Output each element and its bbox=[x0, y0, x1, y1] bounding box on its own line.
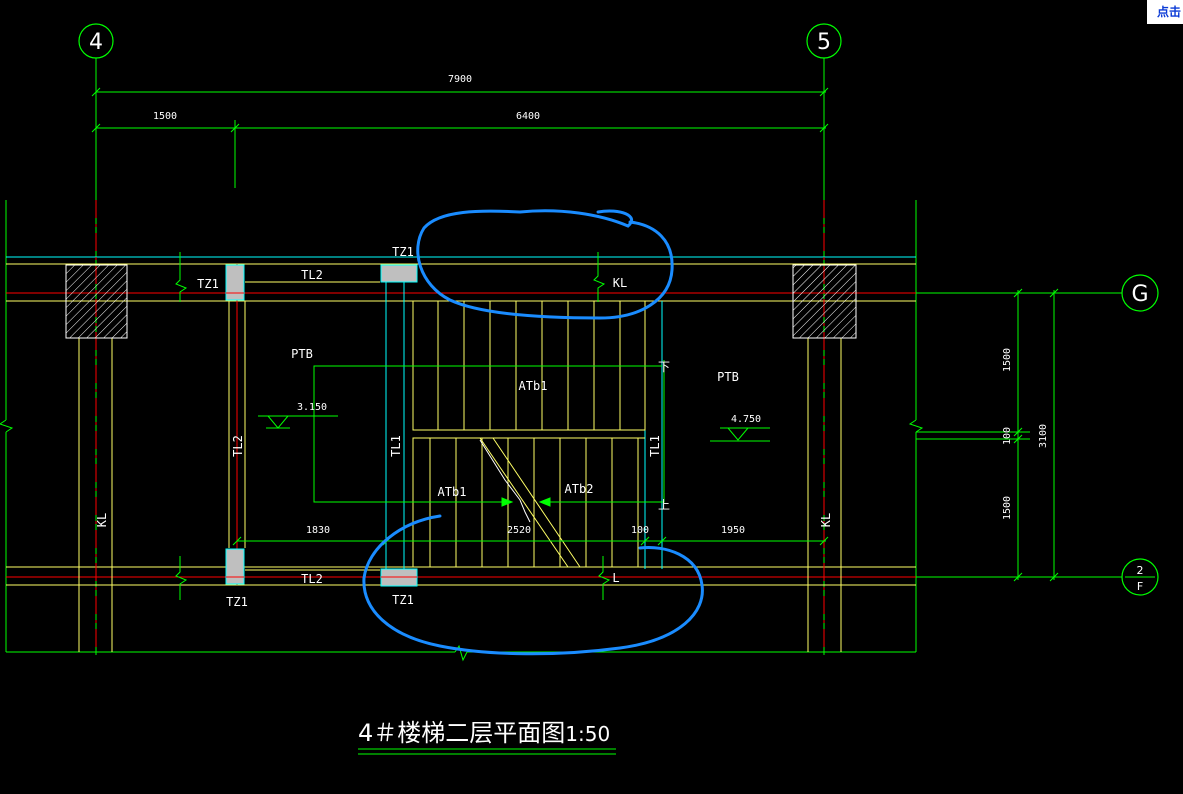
elevation-left: 3.150 bbox=[297, 402, 327, 413]
elevation-marker-right bbox=[710, 427, 770, 442]
label-ptb-right: PTB bbox=[717, 370, 739, 384]
label-tl2-bottom: TL2 bbox=[301, 572, 323, 586]
axis-bubble-5: 5 bbox=[806, 23, 842, 59]
label-arrow-up: 上 bbox=[658, 498, 670, 512]
bottom-internal-dims bbox=[232, 536, 829, 546]
tz1-column-left-top bbox=[225, 264, 245, 301]
axis-label-f: F bbox=[1137, 580, 1143, 593]
axis-bubble-2f: 2 F bbox=[916, 558, 1159, 596]
axis-bubble-4: 4 bbox=[78, 23, 114, 59]
label-tz1-bottom-mid: TZ1 bbox=[392, 593, 414, 607]
top-dimensions bbox=[91, 87, 829, 188]
label-kl-top: KL bbox=[613, 276, 627, 290]
axis-bubble-g: G bbox=[916, 274, 1159, 312]
dim-left-span: 1500 bbox=[153, 111, 177, 122]
dim-right-total: 3100 bbox=[1038, 424, 1049, 448]
axis-label-4: 4 bbox=[89, 30, 103, 55]
label-tl1-left: TL1 bbox=[389, 435, 403, 457]
label-kl-right: KL bbox=[819, 513, 833, 527]
axis-label-5: 5 bbox=[817, 30, 831, 55]
dim-overall: 7900 bbox=[448, 74, 472, 85]
tl2-vertical-beam bbox=[228, 264, 246, 585]
dim-right-span: 6400 bbox=[516, 111, 540, 122]
label-atb1-upper: ATb1 bbox=[519, 379, 548, 393]
break-symbols bbox=[175, 252, 611, 600]
tz1-red-marks bbox=[226, 292, 417, 578]
top-beams bbox=[6, 256, 916, 302]
label-tl2-top: TL2 bbox=[301, 268, 323, 282]
label-arrow-down: 下 bbox=[658, 360, 670, 374]
column-left bbox=[65, 264, 128, 339]
dim-right-lower: 1500 bbox=[1002, 496, 1013, 520]
label-tz1-bottom-left: TZ1 bbox=[226, 595, 248, 609]
axis-label-2: 2 bbox=[1137, 564, 1144, 577]
elevation-right: 4.750 bbox=[731, 414, 761, 425]
tz1-column-top bbox=[380, 264, 418, 283]
markup-circle-bottom bbox=[362, 514, 704, 656]
axis-label-g: G bbox=[1131, 282, 1148, 307]
elevation-marker-left bbox=[258, 415, 338, 429]
right-dimensions bbox=[916, 288, 1059, 582]
dim-bottom-gap: 100 bbox=[631, 525, 649, 536]
label-atb1-lower: ATb1 bbox=[438, 485, 467, 499]
tz1-column-left-bottom bbox=[225, 548, 245, 585]
markup-circle-top bbox=[416, 209, 674, 320]
label-kl-left: KL bbox=[95, 513, 109, 527]
column-right bbox=[792, 264, 857, 339]
dim-right-mid: 100 bbox=[1002, 427, 1013, 445]
walk-direction-line bbox=[313, 360, 665, 507]
label-ptb-left: PTB bbox=[291, 347, 313, 361]
kl-beams-vertical bbox=[78, 200, 842, 652]
corner-link[interactable]: 点击 bbox=[1147, 0, 1183, 24]
dim-bottom-left: 1830 bbox=[306, 525, 330, 536]
stair-break-line bbox=[479, 439, 531, 523]
label-tl1-right: TL1 bbox=[648, 435, 662, 457]
dim-right-upper: 1500 bbox=[1002, 348, 1013, 372]
label-tz1-top: TZ1 bbox=[392, 245, 414, 259]
label-tz1-left-top: TZ1 bbox=[197, 277, 219, 291]
bottom-beams bbox=[6, 566, 916, 586]
label-atb2: ATb2 bbox=[565, 482, 594, 496]
dim-bottom-mid: 2520 bbox=[507, 525, 531, 536]
drawing-title: 4＃楼梯二层平面图1:50 bbox=[358, 719, 610, 747]
label-kl-bottom-mark: L bbox=[612, 571, 619, 585]
label-tl2-left: TL2 bbox=[231, 435, 245, 457]
dim-bottom-right: 1950 bbox=[721, 525, 745, 536]
